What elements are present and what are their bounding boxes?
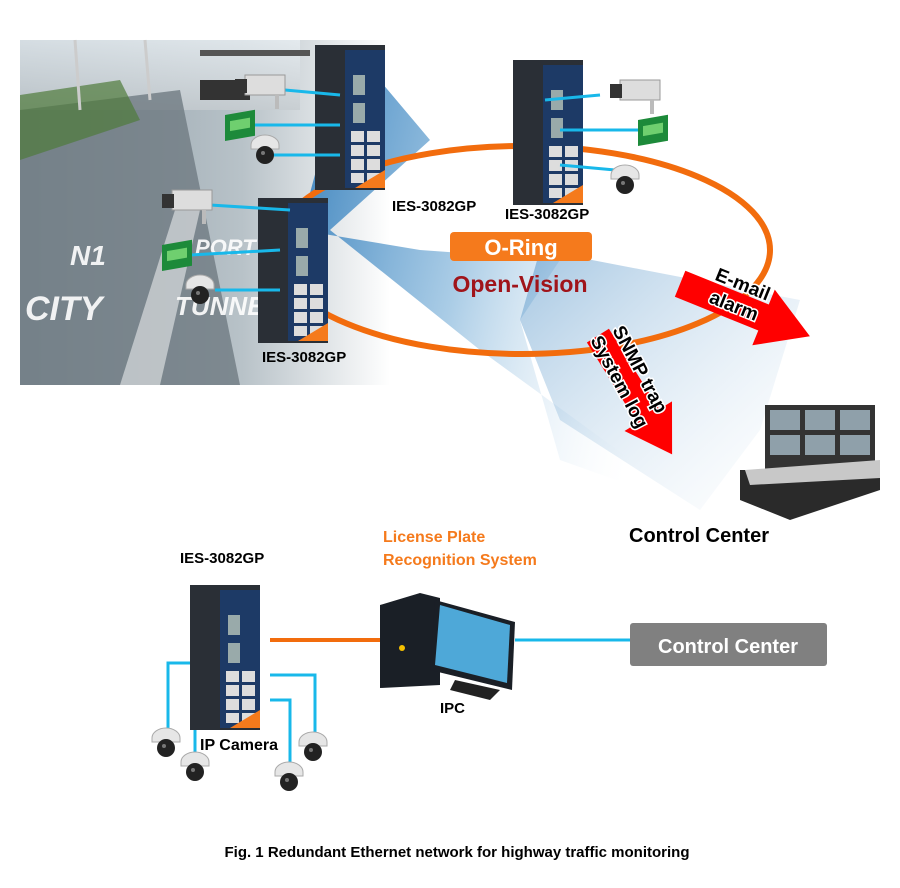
control-center-desk-icon — [740, 405, 880, 520]
switch-bottom — [190, 585, 260, 730]
license-plate-reader-icon — [225, 109, 255, 141]
switch-label-left: IES-3082GP — [262, 349, 346, 366]
control-center-label: Control Center — [629, 525, 769, 547]
dome-camera-icon — [180, 751, 210, 782]
license-plate-reader-icon — [162, 239, 192, 271]
dome-camera-icon — [298, 731, 328, 762]
switch-label-top: IES-3082GP — [392, 198, 476, 215]
ip-camera-label: IP Camera — [200, 737, 278, 754]
ipc-computer-icon — [380, 593, 515, 700]
box-camera-icon — [609, 79, 661, 115]
ipc-label: IPC — [440, 700, 465, 717]
control-center-box — [630, 623, 827, 666]
lpr-label-line1: License Plate — [383, 529, 485, 546]
switch-label-right: IES-3082GP — [505, 206, 589, 223]
oring-label: O-Ring — [484, 235, 557, 260]
oring-badge — [450, 232, 592, 261]
email-alarm-arrow — [674, 270, 810, 346]
control-center-box-label: Control Center — [658, 636, 798, 658]
dome-camera-icon — [610, 164, 640, 195]
switch-top — [315, 45, 385, 190]
figure-caption: Fig. 1 Redundant Ethernet network for hi… — [224, 844, 689, 861]
lpr-label-line2: Recognition System — [383, 552, 537, 569]
snmp-syslog-arrow — [586, 328, 673, 455]
open-vision-label: Open-Vision — [452, 271, 587, 297]
switch-left — [258, 198, 328, 343]
road-marking: N1 — [70, 240, 106, 271]
switch-label-bottom: IES-3082GP — [180, 550, 264, 567]
camera-cables — [189, 88, 640, 292]
dome-camera-icon — [151, 727, 181, 758]
license-plate-reader-icon — [638, 114, 668, 146]
road-marking: CITY — [25, 290, 106, 328]
road-marking: PORT — [195, 235, 257, 260]
switch-right — [513, 60, 583, 205]
dome-camera-icon — [274, 761, 304, 792]
